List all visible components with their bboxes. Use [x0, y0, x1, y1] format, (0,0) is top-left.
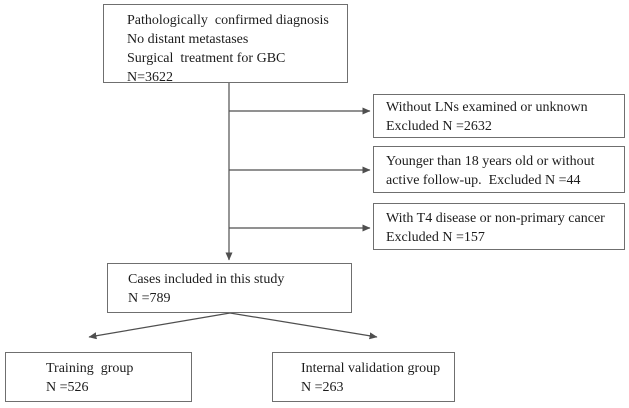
box-text-line: N =526: [46, 380, 89, 395]
box-text-line: N =789: [128, 291, 171, 306]
included-cases-box: Cases included in this study N =789: [107, 263, 352, 313]
exclusion-box-age-followup: Younger than 18 years old or without act…: [373, 146, 625, 193]
arrow-to-training: [88, 312, 231, 340]
box-text-line: Internal validation group: [301, 361, 441, 376]
internal-validation-group-box: Internal validation group N =263: [272, 352, 455, 402]
box-text-line: Cases included in this study: [128, 272, 285, 287]
box-text-line: Without LNs examined or unknown: [386, 100, 588, 115]
box-text-line: N =263: [301, 380, 344, 395]
box-text-line: Excluded N =2632: [386, 119, 492, 134]
box-text-line: active follow-up. Excluded N =44: [386, 173, 581, 188]
exclusion-box-t4-nonprimary: With T4 disease or non-primary cancer Ex…: [373, 203, 625, 250]
eligible-cohort-box: Pathologically confirmed diagnosis No di…: [103, 4, 348, 85]
box-text-line: Younger than 18 years old or without: [386, 154, 595, 169]
box-text-line: Training group: [46, 361, 134, 376]
box-text-line: Pathologically confirmed diagnosis: [127, 13, 329, 28]
box-text-line: With T4 disease or non-primary cancer: [386, 211, 605, 226]
training-group-box: Training group N =526: [5, 352, 192, 402]
exclusion-box-no-ln-examined: Without LNs examined or unknown Excluded…: [373, 94, 625, 138]
box-text-line: Surgical treatment for GBC: [127, 51, 286, 66]
box-text-line: N=3622: [127, 70, 174, 85]
arrow-to-validation: [229, 312, 378, 340]
box-text-line: No distant metastases: [127, 32, 249, 47]
box-text-line: Excluded N =157: [386, 230, 485, 245]
